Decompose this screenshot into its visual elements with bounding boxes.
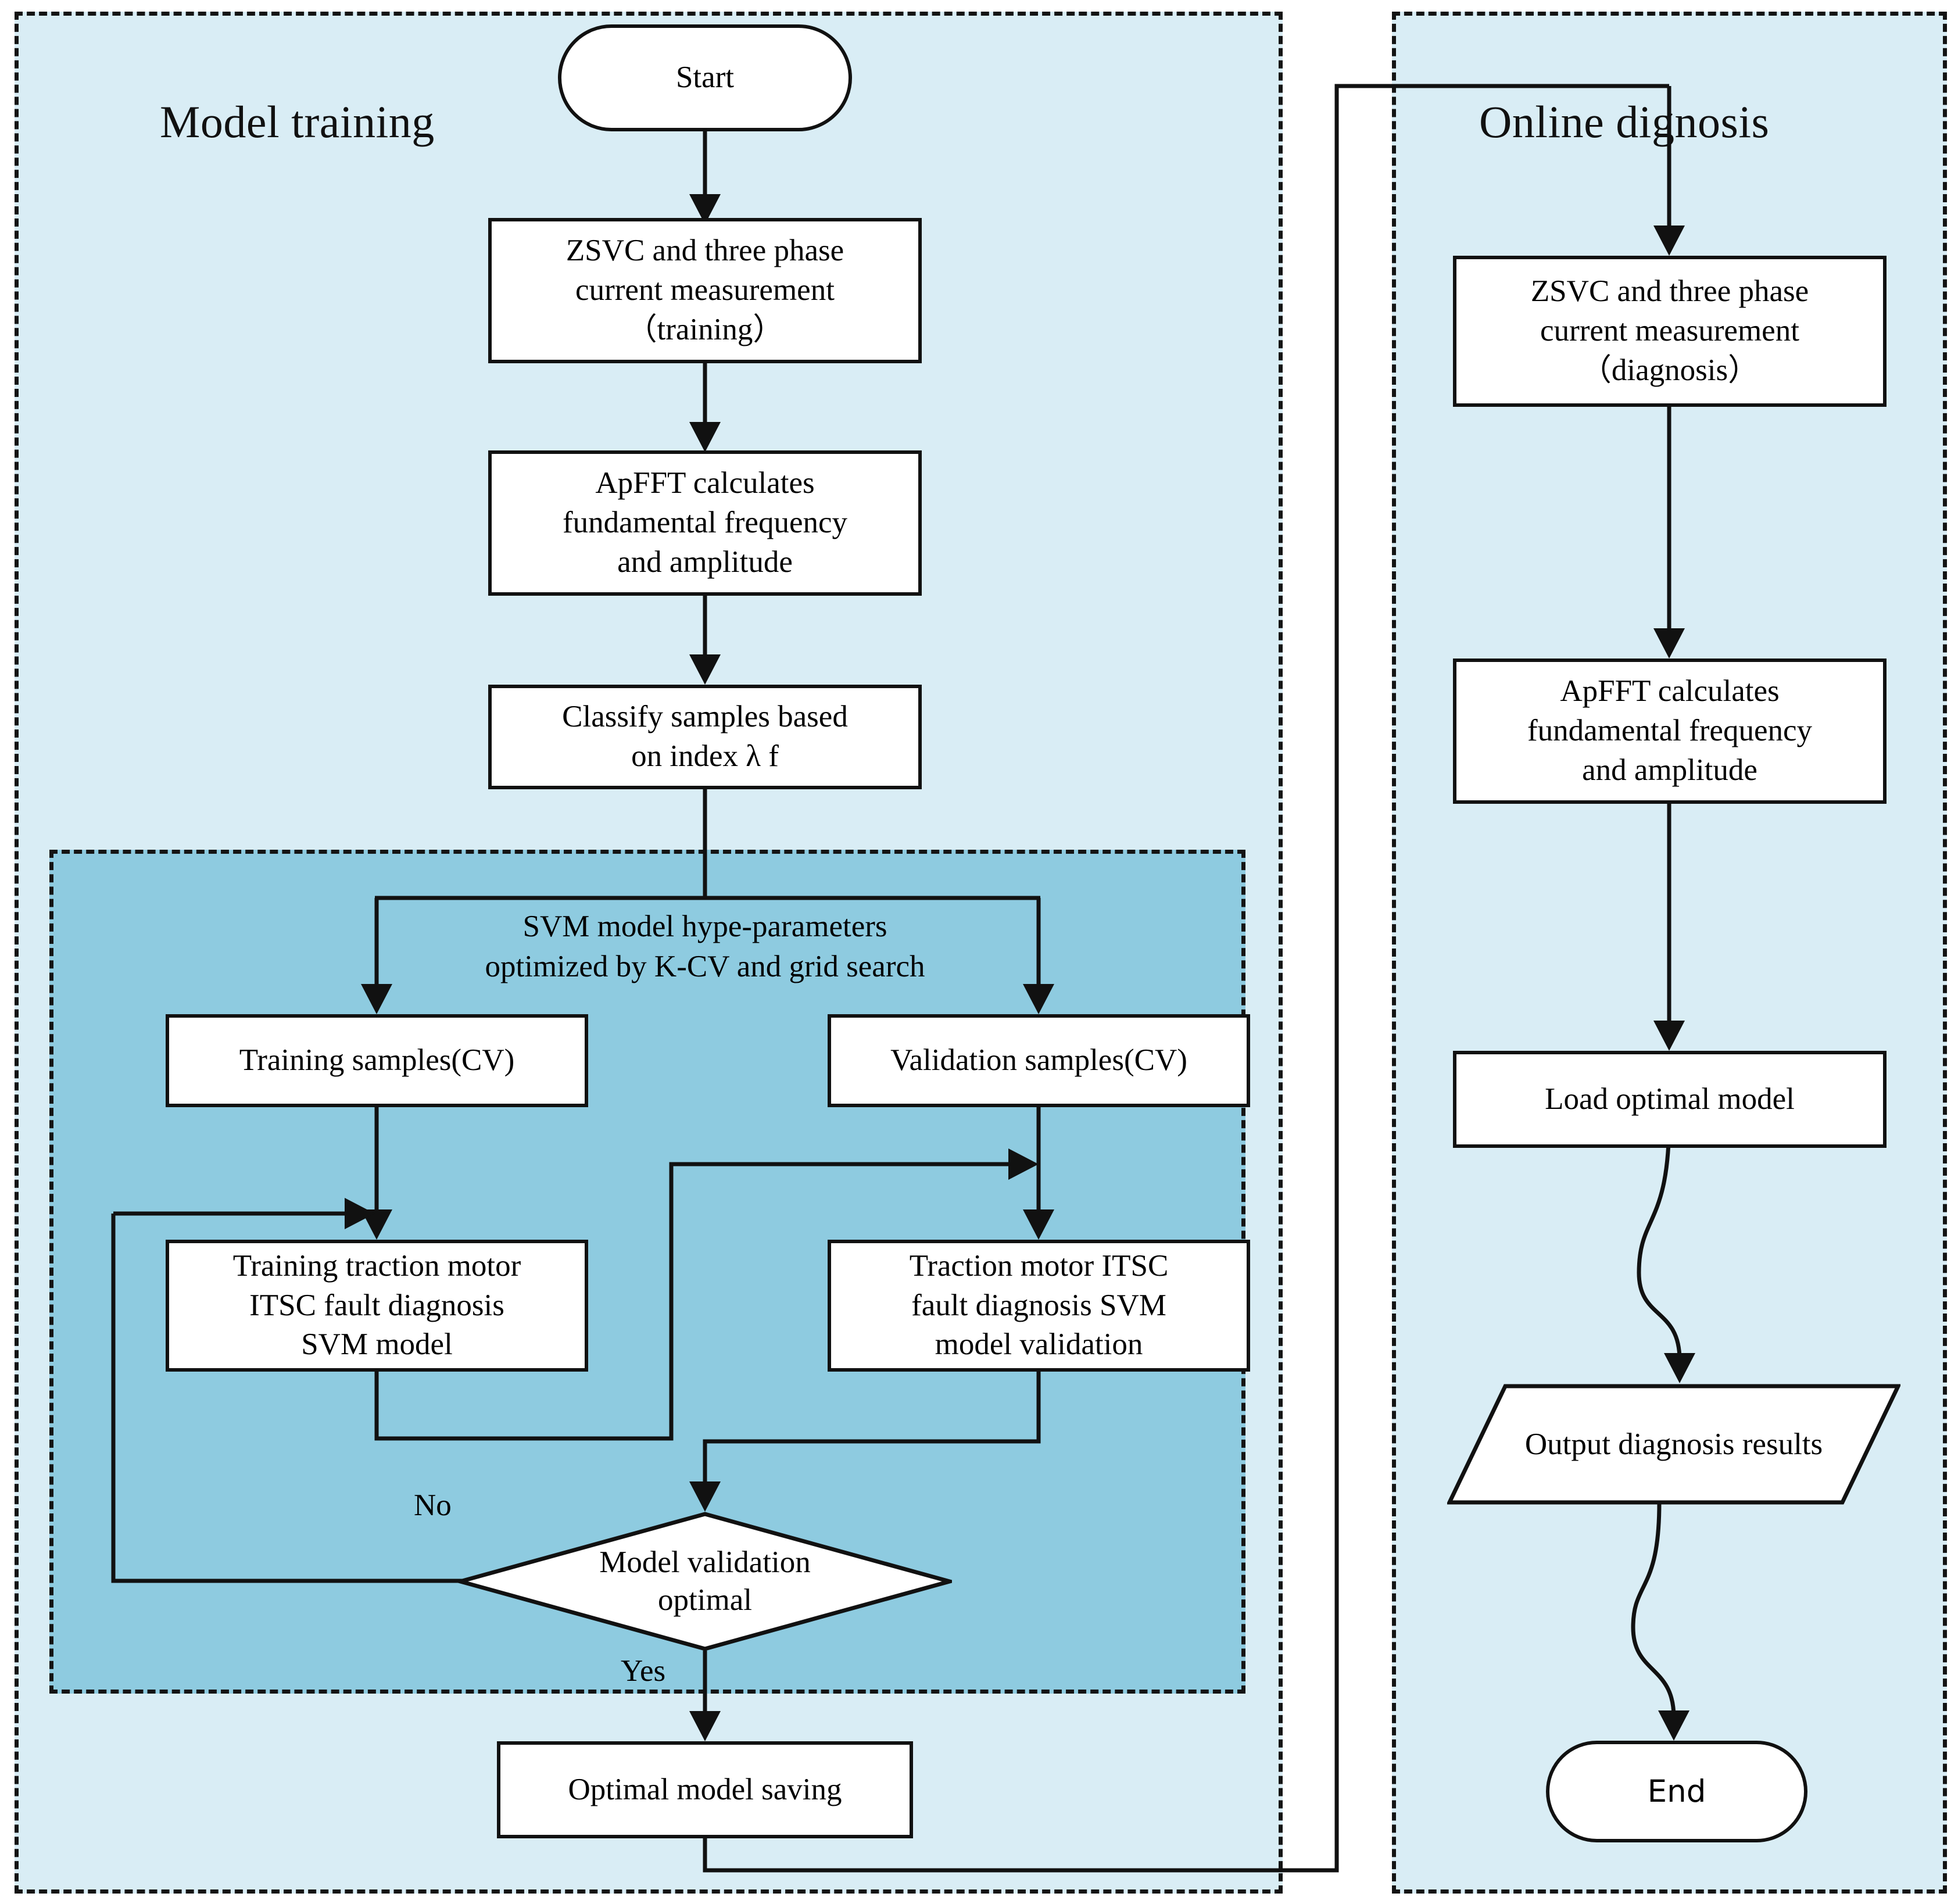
- node-online-apfft-line2: fundamental frequency: [1527, 714, 1813, 748]
- node-decision-model-validation-optimal: Model validation optimal: [458, 1512, 952, 1651]
- node-training-apfft-line2: fundamental frequency: [562, 506, 848, 540]
- node-training-apfft-line3: and amplitude: [617, 545, 793, 579]
- node-optimal-model-saving: Optimal model saving: [497, 1741, 913, 1838]
- node-online-measurement: ZSVC and three phase current measurement…: [1453, 256, 1887, 407]
- node-training-measurement: ZSVC and three phase current measurement…: [488, 218, 922, 363]
- node-online-measurement-line2: current measurement: [1540, 314, 1799, 348]
- node-validate-svm-model-line3: model validation: [935, 1327, 1143, 1362]
- node-validate-svm-model: Traction motor ITSC fault diagnosis SVM …: [828, 1240, 1250, 1372]
- node-training-measurement-line2: current measurement: [575, 273, 835, 307]
- panel-title-online-diagnosis: Online dignosis: [1479, 96, 1770, 147]
- node-train-svm-model-line1: Training traction motor: [232, 1248, 521, 1283]
- node-decision-line1: Model validation: [599, 1545, 811, 1580]
- node-training-samples-cv: Training samples(CV): [166, 1014, 588, 1107]
- label-svm-hyperparameters: SVM model hype-parameters optimized by K…: [414, 907, 996, 987]
- node-end-label: End: [1647, 1773, 1706, 1809]
- node-load-optimal-model: Load optimal model: [1453, 1051, 1887, 1148]
- node-training-apfft: ApFFT calculates fundamental frequency a…: [488, 450, 922, 596]
- node-training-apfft-line1: ApFFT calculates: [595, 466, 815, 500]
- node-validate-svm-model-line2: fault diagnosis SVM: [911, 1288, 1166, 1322]
- edge-label-yes: Yes: [621, 1654, 666, 1688]
- node-train-svm-model-line3: SVM model: [301, 1327, 453, 1362]
- node-validation-samples-cv-label: Validation samples(CV): [890, 1043, 1187, 1078]
- node-load-optimal-model-label: Load optimal model: [1545, 1082, 1795, 1116]
- node-online-apfft-line1: ApFFT calculates: [1560, 674, 1780, 708]
- label-svm-hyperparameters-line2: optimized by K-CV and grid search: [485, 949, 925, 983]
- node-online-measurement-line1: ZSVC and three phase: [1530, 274, 1809, 309]
- node-classify-samples: Classify samples based on index λ f: [488, 685, 922, 789]
- panel-title-model-training: Model training: [160, 96, 435, 147]
- node-training-measurement-line1: ZSVC and three phase: [565, 234, 844, 268]
- node-output-diagnosis-results: Output diagnosis results: [1447, 1383, 1900, 1505]
- node-validate-svm-model-line1: Traction motor ITSC: [909, 1248, 1169, 1283]
- node-training-samples-cv-label: Training samples(CV): [239, 1043, 515, 1078]
- node-train-svm-model-line2: ITSC fault diagnosis: [249, 1288, 504, 1322]
- node-train-svm-model: Training traction motor ITSC fault diagn…: [166, 1240, 588, 1372]
- node-online-apfft-line3: and amplitude: [1582, 753, 1757, 787]
- node-online-apfft: ApFFT calculates fundamental frequency a…: [1453, 658, 1887, 804]
- node-validation-samples-cv: Validation samples(CV): [828, 1014, 1250, 1107]
- node-online-measurement-line3: （diagnosis）: [1580, 353, 1759, 387]
- edge-label-no: No: [414, 1488, 452, 1522]
- node-optimal-model-saving-label: Optimal model saving: [568, 1772, 842, 1806]
- node-classify-samples-line1: Classify samples based: [562, 700, 848, 734]
- node-end: End: [1546, 1741, 1807, 1842]
- node-output-diagnosis-results-label: Output diagnosis results: [1524, 1427, 1823, 1461]
- node-decision-line2: optimal: [658, 1583, 752, 1617]
- node-training-measurement-line3: （training）: [626, 312, 784, 346]
- label-svm-hyperparameters-line1: SVM model hype-parameters: [522, 910, 887, 943]
- node-start: Start: [558, 24, 852, 131]
- node-start-label: Start: [675, 60, 735, 95]
- node-classify-samples-line2: on index λ f: [631, 739, 779, 773]
